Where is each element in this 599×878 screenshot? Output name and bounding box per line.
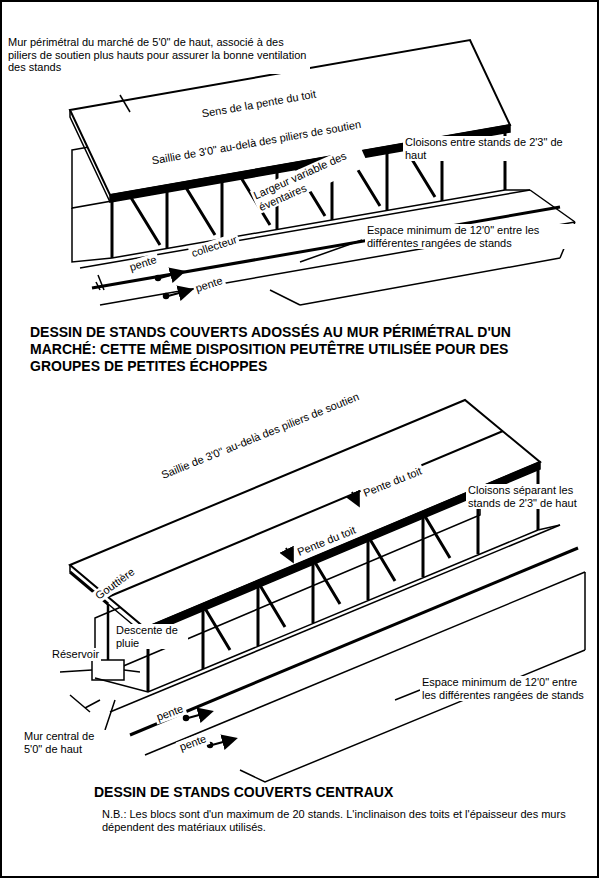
dimension-label: Espace minimum de 12'0" entre les différ…: [365, 224, 579, 249]
slope-label: pente: [126, 253, 160, 275]
figure-caption: DESSIN DE STANDS COUVERTS ADOSSÉS AU MUR…: [28, 324, 577, 374]
part-label: Descente de pluie: [114, 624, 188, 649]
callout-text: Mur périmétral du marché de 5'0" de haut…: [6, 36, 310, 74]
part-label: Réservoir: [50, 648, 101, 661]
slope-label: pente: [153, 702, 187, 725]
slope-label: pente: [176, 732, 210, 755]
note-text: N.B.: Les blocs sont d'un maximum de 20 …: [100, 808, 574, 833]
part-label: Mur central de 5'0" de haut: [22, 730, 116, 755]
callout-text: Cloisons séparant les stands de 2'3" de …: [466, 484, 595, 509]
figure-caption: DESSIN DE STANDS COUVERTS CENTRAUX: [92, 784, 556, 801]
slope-label: pente: [192, 274, 226, 296]
slope-label: collecteur: [188, 233, 240, 261]
dimension-label: Espace minimum de 12'0" entre les différ…: [420, 676, 594, 701]
callout-text: Cloisons entre stands de 2'3" de haut: [403, 136, 582, 161]
